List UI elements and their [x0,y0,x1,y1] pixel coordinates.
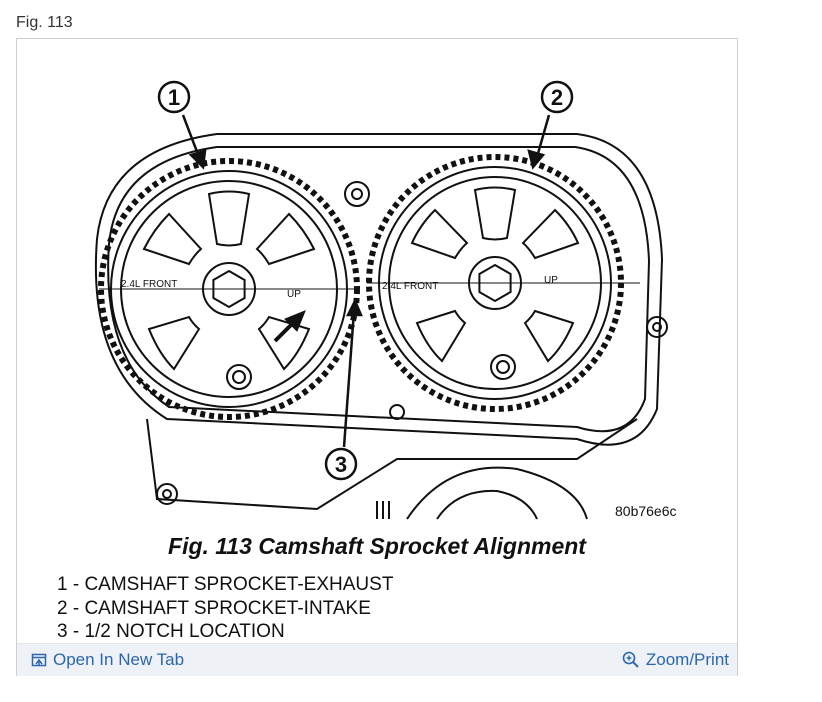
exhaust-sprocket [98,158,360,420]
right-up-marker: UP [544,275,558,286]
zoom-print-link[interactable]: Zoom/Print [622,650,729,670]
image-code: 80b76e6c [615,503,677,519]
zoom-print-label: Zoom/Print [645,650,729,669]
open-new-tab-link[interactable]: Open In New Tab [31,650,184,670]
figure-caption-title: Fig. 113 Camshaft Sprocket Alignment [168,533,586,559]
figure-container: 2.4L FRONT UP 2.4L FRONT UP 1 2 3 [16,38,738,676]
timing-belt-inner [107,146,651,433]
legend-item: 3 - 1/2 NOTCH LOCATION [57,621,285,642]
camshaft-sprocket-diagram: 2.4L FRONT UP 2.4L FRONT UP 1 2 3 [94,80,677,520]
callout-2-number: 2 [551,85,563,110]
legend-item: 1 - CAMSHAFT SPROCKET-EXHAUST [57,574,394,595]
callout-3 [324,298,363,481]
sprocket-spokes-right [410,186,580,363]
intake-sprocket [366,154,640,412]
figure-number-label: Fig. 113 [16,14,73,31]
alignment-arrow [273,310,306,343]
legend-item: 2 - CAMSHAFT SPROCKET-INTAKE [57,597,371,619]
figure-footer-bar: Open In New Tab Zoom/Print [17,643,737,676]
right-sprocket-marking: 2.4L FRONT [382,281,438,292]
left-sprocket-marking: 2.4L FRONT [121,279,177,290]
zoom-icon [622,651,639,668]
figure-legend: 1 - CAMSHAFT SPROCKET-EXHAUST 2 - CAMSHA… [57,573,393,644]
bolt-lower-left [156,483,178,505]
engine-cover [146,418,638,511]
idler-hole [344,181,370,207]
lower-pulley [406,466,588,520]
open-new-tab-icon [31,653,47,667]
bolt-right [646,316,668,338]
callout-3-number: 3 [335,452,347,477]
left-up-marker: UP [287,289,301,300]
sprocket-spokes-left [142,190,316,371]
open-new-tab-label: Open In New Tab [53,650,185,669]
callout-2 [527,80,574,170]
callout-1-number: 1 [168,85,180,110]
timing-belt [94,133,664,446]
callout-1 [157,80,207,170]
small-hole [389,404,405,420]
